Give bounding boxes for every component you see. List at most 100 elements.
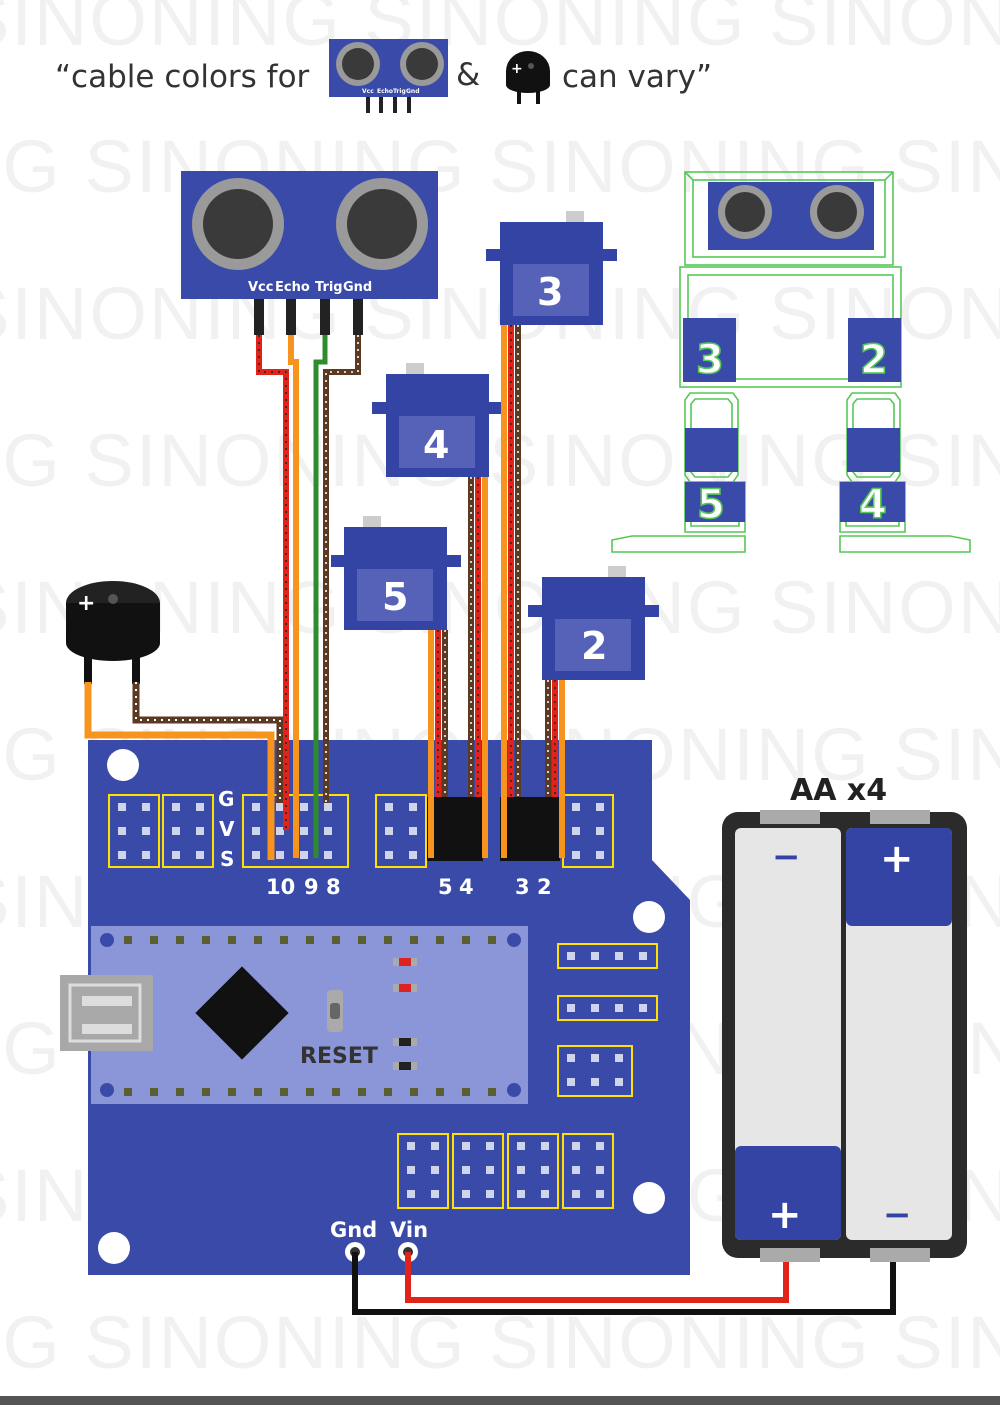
header-pin [572, 1142, 580, 1150]
header-pin [300, 827, 308, 835]
nano-module: RESET [60, 926, 528, 1104]
header-pin [431, 1142, 439, 1150]
nano-pin [202, 936, 210, 944]
header-pin [486, 1166, 494, 1174]
header-pin [385, 803, 393, 811]
header-pin [172, 803, 180, 811]
watermark-row: SINONING SINONING SINONING SINONING [0, 0, 1000, 61]
mcu-chip [195, 966, 289, 1060]
header-pin [572, 803, 580, 811]
nano-pin [306, 936, 314, 944]
header-pin [567, 1078, 575, 1086]
nano-pin [254, 936, 262, 944]
header-pin [639, 952, 647, 960]
nano-pin [202, 1088, 210, 1096]
header-pin [196, 803, 204, 811]
header-pin [276, 827, 284, 835]
header-pin [118, 803, 126, 811]
sensor-pin-echo: Echo [275, 280, 310, 295]
header-pin [324, 803, 332, 811]
pin-number-8: 8 [326, 875, 341, 899]
watermark-row: SINONING SINONING SINONING SINONING [0, 419, 1000, 502]
header-pin [541, 1166, 549, 1174]
header-pin [172, 827, 180, 835]
nano-mount-hole [100, 933, 114, 947]
nano-pin [150, 1088, 158, 1096]
pin-number-3: 3 [515, 875, 530, 899]
cell2-bottom-terminal: − [883, 1195, 912, 1235]
header-pin [409, 827, 417, 835]
header-pin [591, 1004, 599, 1012]
header-pin [407, 1166, 415, 1174]
sensor-pin-gnd: Gnd [343, 280, 372, 295]
battery-cell-1: − + [735, 828, 841, 1240]
pin-number-4: 4 [459, 875, 474, 899]
pin-number-10: 10 [266, 875, 295, 899]
robot-label-2: 2 [860, 337, 888, 383]
sensor-pin-trig: Trig [315, 280, 343, 295]
header-pin [567, 1054, 575, 1062]
robot-outline: 3 2 5 4 [611, 171, 971, 553]
header-pin [486, 1190, 494, 1198]
battery-cell-2: + − [846, 828, 952, 1240]
nano-pin [410, 936, 418, 944]
header-pin [596, 1142, 604, 1150]
header-pin [252, 851, 260, 859]
header-pin [409, 803, 417, 811]
header-pin [172, 851, 180, 859]
header-pin [300, 803, 308, 811]
nano-pin [488, 936, 496, 944]
power-label-gnd: Gnd [330, 1218, 377, 1242]
reset-label: RESET [300, 1044, 378, 1069]
header-pin [615, 952, 623, 960]
header-pin [572, 1166, 580, 1174]
robot-label-4: 4 [859, 482, 887, 528]
power-label-vin: Vin [390, 1218, 428, 1242]
small-pin-trig: Trig [393, 88, 406, 95]
header-pin [517, 1142, 525, 1150]
header-ampersand: & [456, 57, 480, 93]
battery-label: AA x4 [790, 773, 887, 808]
nano-pin [228, 1088, 236, 1096]
header-pin [615, 1004, 623, 1012]
header-pin [118, 827, 126, 835]
header-pin [196, 851, 204, 859]
nano-pin [462, 1088, 470, 1096]
controller-board: G V S 10 9 8 5 4 3 2 RESET [60, 740, 690, 1275]
wires [84, 325, 896, 1315]
nano-pin [280, 1088, 288, 1096]
small-pin-gnd: Gnd [406, 88, 420, 95]
small-pin-echo: Echo [377, 88, 393, 95]
sensor-pin-vcc: Vcc [248, 280, 273, 295]
nano-pin [254, 1088, 262, 1096]
nano-pin [488, 1088, 496, 1096]
nano-pin [228, 936, 236, 944]
servo-4-label: 4 [423, 423, 449, 467]
nano-mount-hole [507, 933, 521, 947]
header-pin [615, 1078, 623, 1086]
servo-3-label: 3 [537, 270, 563, 314]
header-pin [324, 827, 332, 835]
row-label-s: S [220, 847, 234, 871]
header-pin [385, 851, 393, 859]
header-pin [615, 1054, 623, 1062]
header-pin [591, 1078, 599, 1086]
nano-pin [436, 936, 444, 944]
header-pin [118, 851, 126, 859]
row-label-v: V [219, 817, 235, 841]
servo-5: 5 [331, 516, 461, 630]
header-pin [431, 1190, 439, 1198]
pin-number-5: 5 [438, 875, 453, 899]
header-pin [252, 827, 260, 835]
nano-pin [410, 1088, 418, 1096]
cell2-top-terminal: + [880, 836, 914, 882]
header-text-after: can vary” [562, 59, 712, 95]
header-pin [517, 1166, 525, 1174]
header-pin [407, 1142, 415, 1150]
header-pin [142, 827, 150, 835]
header-pin [276, 851, 284, 859]
small-buzzer-icon: + [506, 51, 550, 104]
header-pin [252, 803, 260, 811]
header-pin [385, 827, 393, 835]
